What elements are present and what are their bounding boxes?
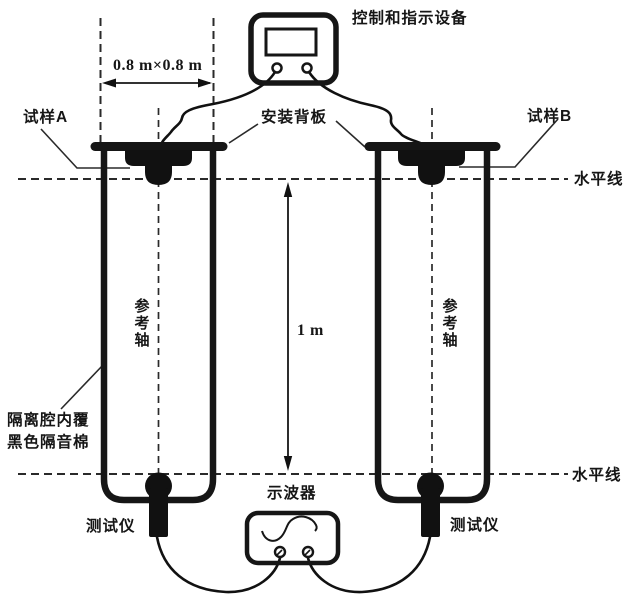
sine-wave-icon (261, 515, 318, 542)
control-device-jack-right (301, 62, 313, 74)
label-tester-right: 测试仪 (450, 515, 500, 534)
label-horizontal-line-bottom: 水平线 (572, 465, 622, 484)
control-device (248, 12, 339, 86)
label-chamber-note-line2: 黑色隔音棉 (7, 432, 90, 451)
label-chamber-note-line1: 隔离腔内覆 (7, 410, 90, 429)
leader-backplane-left (228, 123, 259, 144)
arrowhead-right (198, 78, 212, 88)
label-separation-distance: 1 m (297, 322, 324, 339)
control-device-jack-left (271, 62, 283, 74)
leader-sample-b (459, 118, 559, 168)
dimension-separation (283, 182, 293, 471)
label-tester-left: 测试仪 (86, 516, 136, 535)
leader-chamber-note (60, 364, 104, 410)
tester-mic-right (417, 472, 444, 537)
label-horizontal-line-top: 水平线 (574, 169, 624, 188)
label-mounting-backplane: 安装背板 (261, 107, 327, 126)
dimension-backplane-width (102, 78, 212, 88)
label-oscilloscope: 示波器 (267, 483, 317, 502)
tester-mic-left (145, 472, 172, 537)
speaker-sample-a (125, 150, 192, 185)
label-reference-axis-left: 参考轴 (133, 297, 150, 349)
label-reference-axis-right: 参考轴 (441, 297, 458, 349)
label-backplane-size: 0.8 m×0.8 m (113, 57, 202, 74)
label-sample-b: 试样B (527, 106, 572, 125)
cable-device-to-speaker-left (158, 70, 277, 150)
label-sample-a: 试样A (23, 107, 68, 126)
label-control-device: 控制和指示设备 (352, 8, 468, 27)
leader-sample-a (40, 128, 130, 169)
oscilloscope-jack-right (301, 545, 315, 559)
control-device-screen (264, 27, 318, 57)
leader-backplane-right (335, 120, 366, 148)
speaker-sample-b (398, 150, 465, 185)
oscilloscope-jack-left (273, 545, 287, 559)
arrowhead-down (283, 456, 293, 471)
cable-tester-left-to-scope (155, 535, 282, 594)
arrowhead-up (283, 182, 293, 197)
arrowhead-left (102, 78, 116, 88)
cable-device-to-speaker-right (307, 70, 432, 150)
cable-tester-right-to-scope (306, 535, 432, 594)
oscilloscope-box (244, 510, 341, 566)
